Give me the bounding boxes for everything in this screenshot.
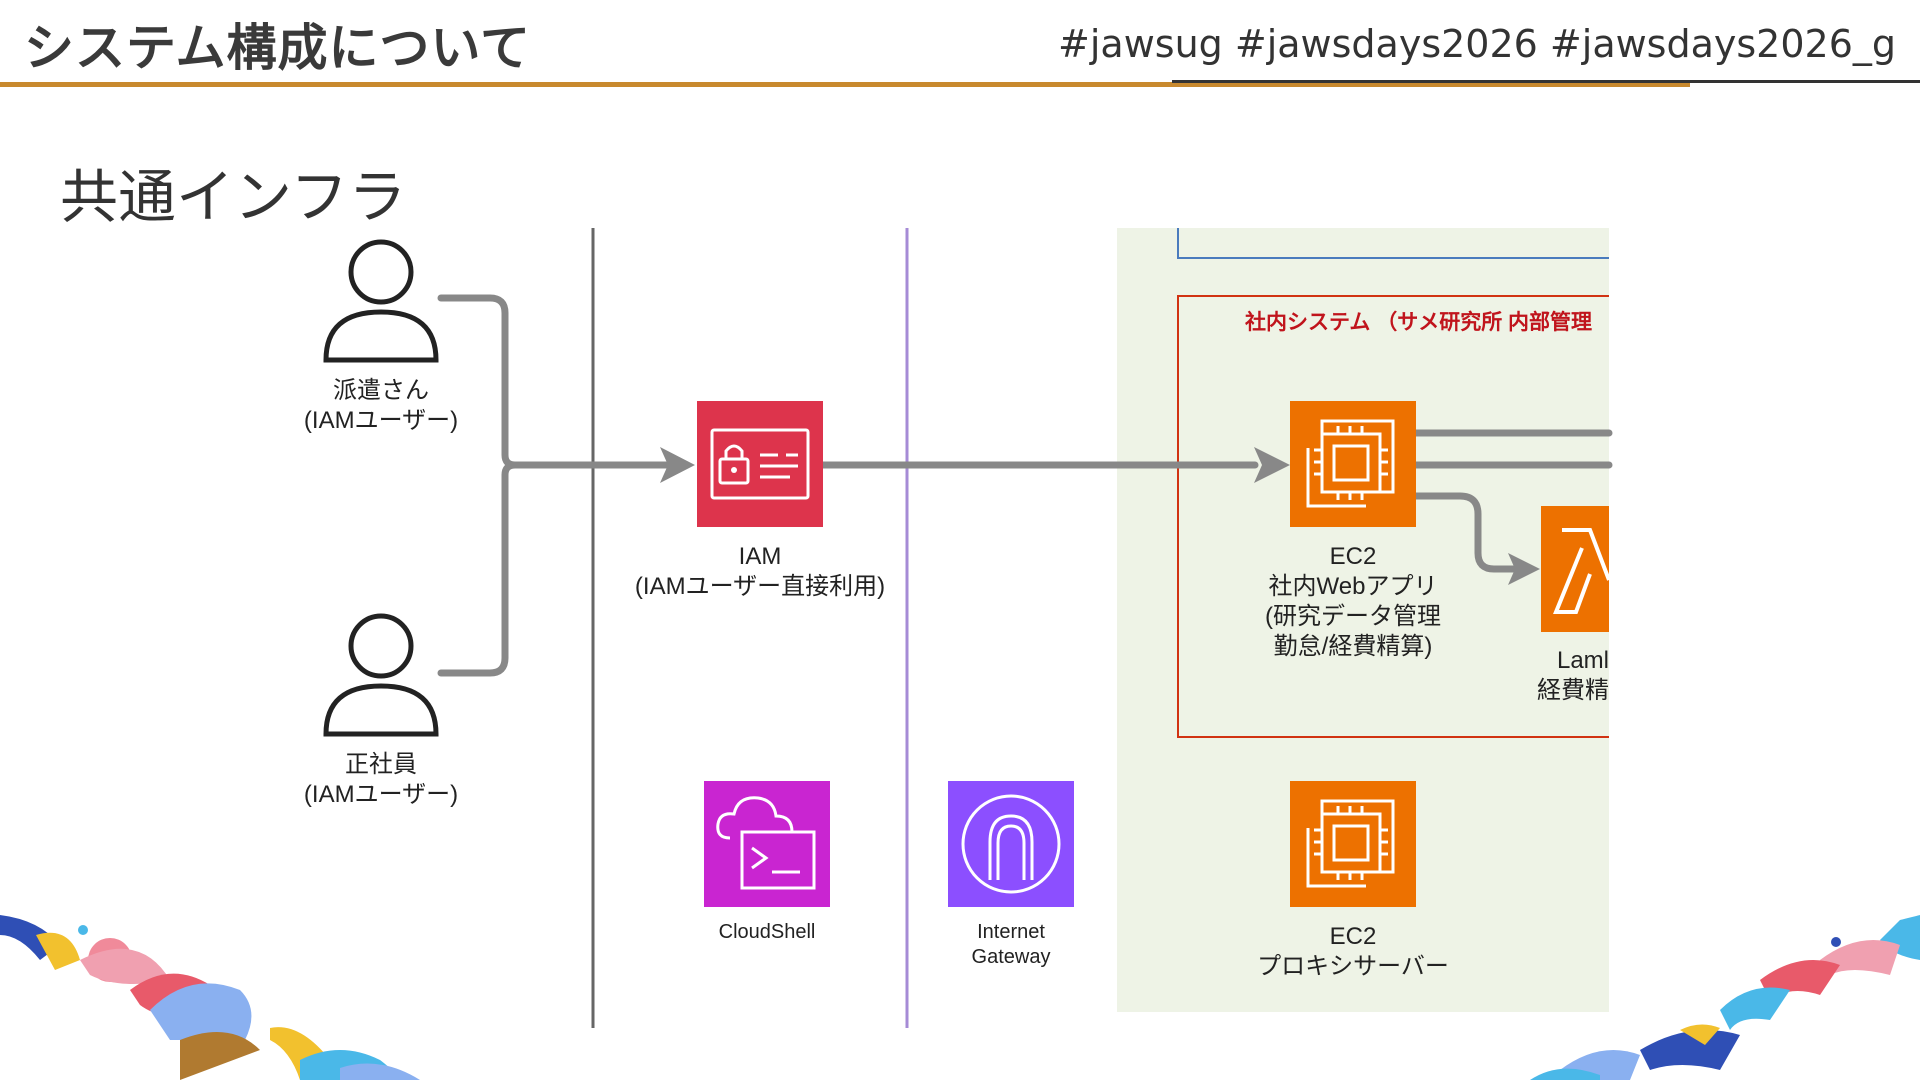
header-rule xyxy=(0,82,1690,87)
iam-name: IAM xyxy=(738,543,782,570)
arrowhead-lambda xyxy=(1508,553,1540,585)
ec2-web-desc-3: 勤怠/経費精算) xyxy=(1273,633,1433,660)
user-role: (IAMユーザー) xyxy=(303,781,459,808)
decoration-bottom-right xyxy=(1530,915,1920,1080)
ec2-proxy-name: EC2 xyxy=(1329,923,1377,950)
hashtags: #jawsug #jawsdays2026 #jawsdays2026_g xyxy=(1058,22,1896,66)
arrowhead-ec2 xyxy=(1254,447,1290,483)
user-role: (IAMユーザー) xyxy=(303,407,459,434)
lambda-desc: 経費精 xyxy=(1537,677,1609,704)
arrow-ec2-to-lambda xyxy=(1411,492,1524,573)
user-name: 正社員 xyxy=(345,751,417,778)
iam-desc: (IAMユーザー直接利用) xyxy=(634,573,886,600)
igw-line-1: Internet xyxy=(977,921,1045,943)
cloudshell-icon xyxy=(704,781,830,907)
section-title: 共通インフラ xyxy=(60,163,407,231)
user-label-seishain: 正社員 (IAMユーザー) xyxy=(281,750,481,810)
ec2-proxy-label: EC2 プロキシサーバー xyxy=(1233,922,1473,982)
user-icon-haken xyxy=(323,239,439,363)
internet-gateway-icon xyxy=(948,781,1074,907)
igw-line-2: Gateway xyxy=(971,946,1051,968)
ec2-web-icon xyxy=(1290,401,1416,527)
user-icon-seishain xyxy=(323,613,439,737)
header-rule-dark xyxy=(1172,80,1920,83)
iam-icon xyxy=(697,401,823,527)
ec2-web-label: EC2 社内Webアプリ (研究データ管理 勤怠/経費精算) xyxy=(1233,542,1473,662)
ec2-proxy-desc: プロキシサーバー xyxy=(1257,953,1449,980)
slide-title: システム構成について xyxy=(24,19,531,77)
ec2-web-name: EC2 xyxy=(1329,543,1377,570)
ec2-web-desc-1: 社内Webアプリ xyxy=(1268,573,1438,600)
internal-system-box xyxy=(1177,295,1609,738)
subnet-box-top xyxy=(1177,228,1609,259)
user-name: 派遣さん xyxy=(333,377,429,404)
arrowhead-iam xyxy=(660,447,695,483)
lambda-name: Laml xyxy=(1556,647,1609,674)
decoration-bottom-left xyxy=(0,915,420,1080)
lambda-icon xyxy=(1541,506,1611,632)
lambda-label: Laml 経費精 xyxy=(1520,646,1609,706)
cloudshell-label: CloudShell xyxy=(718,921,816,943)
igw-label: Internet Gateway xyxy=(911,920,1111,970)
iam-label: IAM (IAMユーザー直接利用) xyxy=(610,542,910,602)
ec2-web-desc-2: (研究データ管理 xyxy=(1265,603,1441,630)
user-label-haken: 派遣さん (IAMユーザー) xyxy=(281,376,481,436)
connector-seishain xyxy=(437,461,519,677)
internal-system-title: 社内システム （サメ研究所 内部管理 xyxy=(1245,311,1593,334)
ec2-proxy-icon xyxy=(1290,781,1416,907)
